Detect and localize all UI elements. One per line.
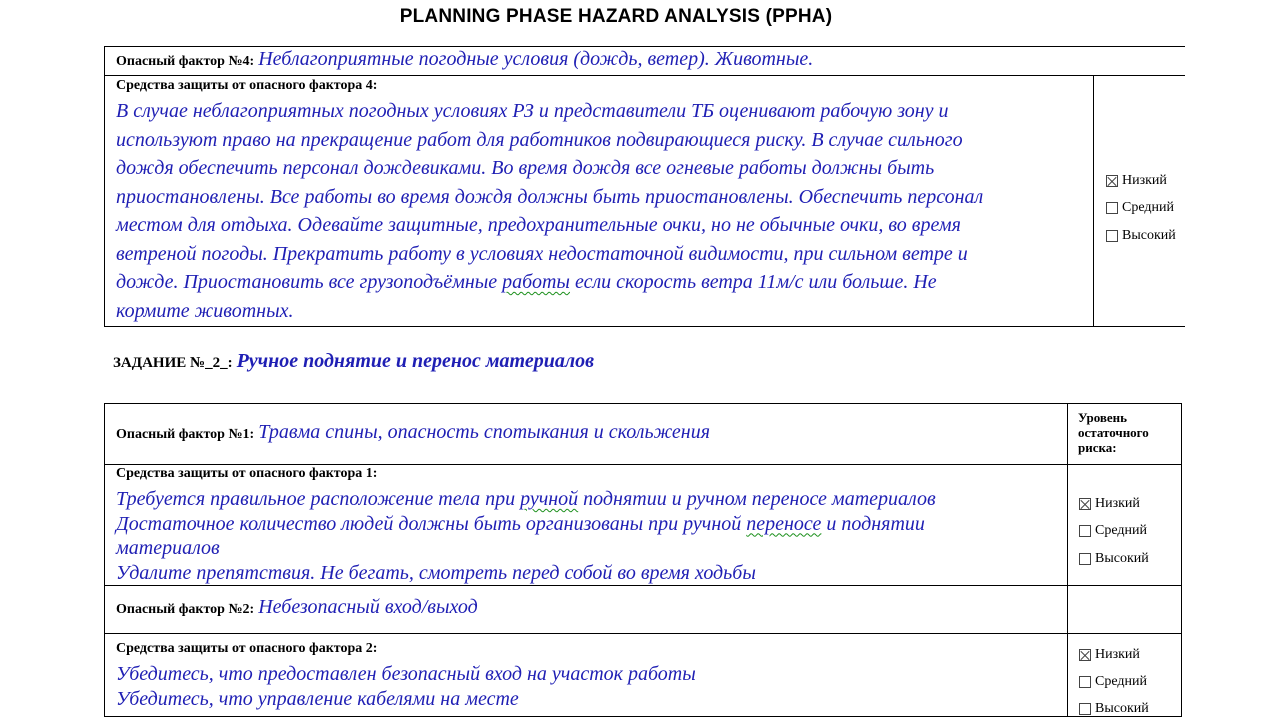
table1-row-divider (104, 75, 1185, 76)
page-title: PLANNING PHASE HAZARD ANALYSIS (PPHA) (399, 6, 833, 27)
table2-row-divider (104, 633, 1182, 634)
table1-border-top (104, 46, 1185, 47)
task2-label: ЗАДАНИЕ №_2_: (113, 355, 233, 371)
hazard1-label: Опасный фактор №1: (116, 427, 255, 442)
control4-line-part: дожде. Приостановить все грузоподъёмные (116, 271, 503, 293)
risk4-low-label: Низкий (1122, 173, 1167, 188)
empty-box-icon (1079, 553, 1091, 565)
task2-heading: ЗАДАНИЕ №_2_: Ручное поднятие и перенос … (113, 350, 594, 373)
control2-text: Убедитесь, что предоставлен безопасный в… (116, 662, 696, 711)
checked-box-icon (1079, 498, 1091, 510)
hazard1-row: Опасный фактор №1: Травма спины, опаснос… (116, 421, 710, 444)
control2-line: Убедитесь, что предоставлен безопасный в… (116, 663, 696, 685)
control4-line: приостановлены. Все работы во время дожд… (116, 185, 984, 208)
empty-box-icon (1106, 202, 1118, 214)
hazard2-label: Опасный фактор №2: (116, 602, 255, 617)
risk4-medium-label: Средний (1122, 200, 1174, 215)
risk4-high-checkbox[interactable]: Высокий (1106, 228, 1176, 244)
risk1-medium-label: Средний (1095, 523, 1147, 538)
control4-line: дожде. Приостановить все грузоподъёмные … (116, 268, 983, 297)
hazard4-value: Неблагоприятные погодные условия (дождь,… (258, 48, 814, 70)
table2-border-top (104, 403, 1182, 404)
empty-box-icon (1079, 676, 1091, 688)
control1-line-part: ручной (520, 488, 579, 510)
table2-row-divider (104, 464, 1182, 465)
risk2-medium-checkbox[interactable]: Средний (1079, 674, 1147, 690)
risk2-low-checkbox[interactable]: Низкий (1079, 647, 1140, 663)
control4-line: ветреной погоды. Прекратить работу в усл… (116, 242, 968, 265)
table2-border-right (1181, 403, 1182, 717)
table2-border-bottom (104, 716, 1182, 717)
risk4-high-label: Высокий (1122, 228, 1176, 243)
table1-border-bottom (104, 326, 1185, 327)
risk1-low-label: Низкий (1095, 496, 1140, 511)
control1-line-part: и поднятии (821, 512, 925, 535)
risk4-medium-checkbox[interactable]: Средний (1106, 200, 1174, 216)
risk4-low-checkbox[interactable]: Низкий (1106, 173, 1167, 189)
risk1-high-checkbox[interactable]: Высокий (1079, 551, 1149, 567)
hazard1-value: Травма спины, опасность спотыкания и ско… (258, 421, 711, 443)
risk2-medium-label: Средний (1095, 674, 1147, 689)
control1-line-part: поднятии и ручном переносе материалов (578, 488, 936, 510)
risk1-high-label: Высокий (1095, 551, 1149, 566)
risk2-high-checkbox[interactable]: Высокий (1079, 701, 1149, 717)
risk1-low-checkbox[interactable]: Низкий (1079, 496, 1140, 512)
table1-border-left (104, 46, 105, 327)
checked-box-icon (1106, 175, 1118, 187)
table2-row-divider (104, 585, 1182, 586)
control1-line-part: Достаточное количество людей должны быть… (116, 512, 747, 535)
control1-label: Средства защиты от опасного фактора 1: (116, 466, 378, 481)
hazard4-row: Опасный фактор №4: Неблагоприятные погод… (116, 48, 813, 71)
control1-line-part: переносе (746, 512, 822, 535)
hazard2-value: Небезопасный вход/выход (258, 596, 478, 618)
control4-line-part: если скорость ветра 11м/с или больше. Не (569, 271, 937, 293)
task2-value: Ручное поднятие и перенос материалов (236, 350, 595, 372)
control4-line: местом для отдыха. Одевайте защитные, пр… (116, 214, 961, 236)
risk1-medium-checkbox[interactable]: Средний (1079, 523, 1147, 539)
empty-box-icon (1106, 230, 1118, 242)
control2-line: Убедитесь, что управление кабелями на ме… (116, 687, 519, 710)
control4-text: В случае неблагоприятных погодных услови… (116, 97, 983, 325)
control2-label: Средства защиты от опасного фактора 2: (116, 641, 378, 656)
residual-risk-header: Уровень остаточного риска: (1078, 410, 1149, 455)
checked-box-icon (1079, 649, 1091, 661)
control4-line-part: работы (502, 271, 570, 293)
table2-col-divider (1067, 403, 1068, 717)
control4-line: используют право на прекращение работ дл… (116, 128, 963, 151)
table2-border-left (104, 403, 105, 717)
risk2-high-label: Высокий (1095, 701, 1149, 716)
control1-line: материалов (116, 537, 220, 559)
control4-line: дождя обеспечить персонал дождевиками. В… (116, 157, 935, 179)
table1-col-divider (1093, 75, 1094, 327)
control1-text: Требуется правильное расположение тела п… (116, 487, 936, 585)
hazard2-row: Опасный фактор №2: Небезопасный вход/вых… (116, 596, 478, 619)
hazard4-label: Опасный фактор №4: (116, 54, 255, 69)
control1-line: Удалите препятствия. Не бегать, смотреть… (116, 561, 756, 584)
risk2-low-label: Низкий (1095, 647, 1140, 662)
empty-box-icon (1079, 703, 1091, 715)
control4-label: Средства защиты от опасного фактора 4: (116, 78, 378, 93)
control1-line: Требуется правильное расположение тела п… (116, 487, 936, 512)
control1-line-part: Требуется правильное расположение тела п… (116, 488, 521, 510)
control4-line: В случае неблагоприятных погодных услови… (116, 100, 949, 122)
control1-line: Достаточное количество людей должны быть… (116, 512, 936, 537)
empty-box-icon (1079, 525, 1091, 537)
control4-line: кормите животных. (116, 299, 294, 322)
